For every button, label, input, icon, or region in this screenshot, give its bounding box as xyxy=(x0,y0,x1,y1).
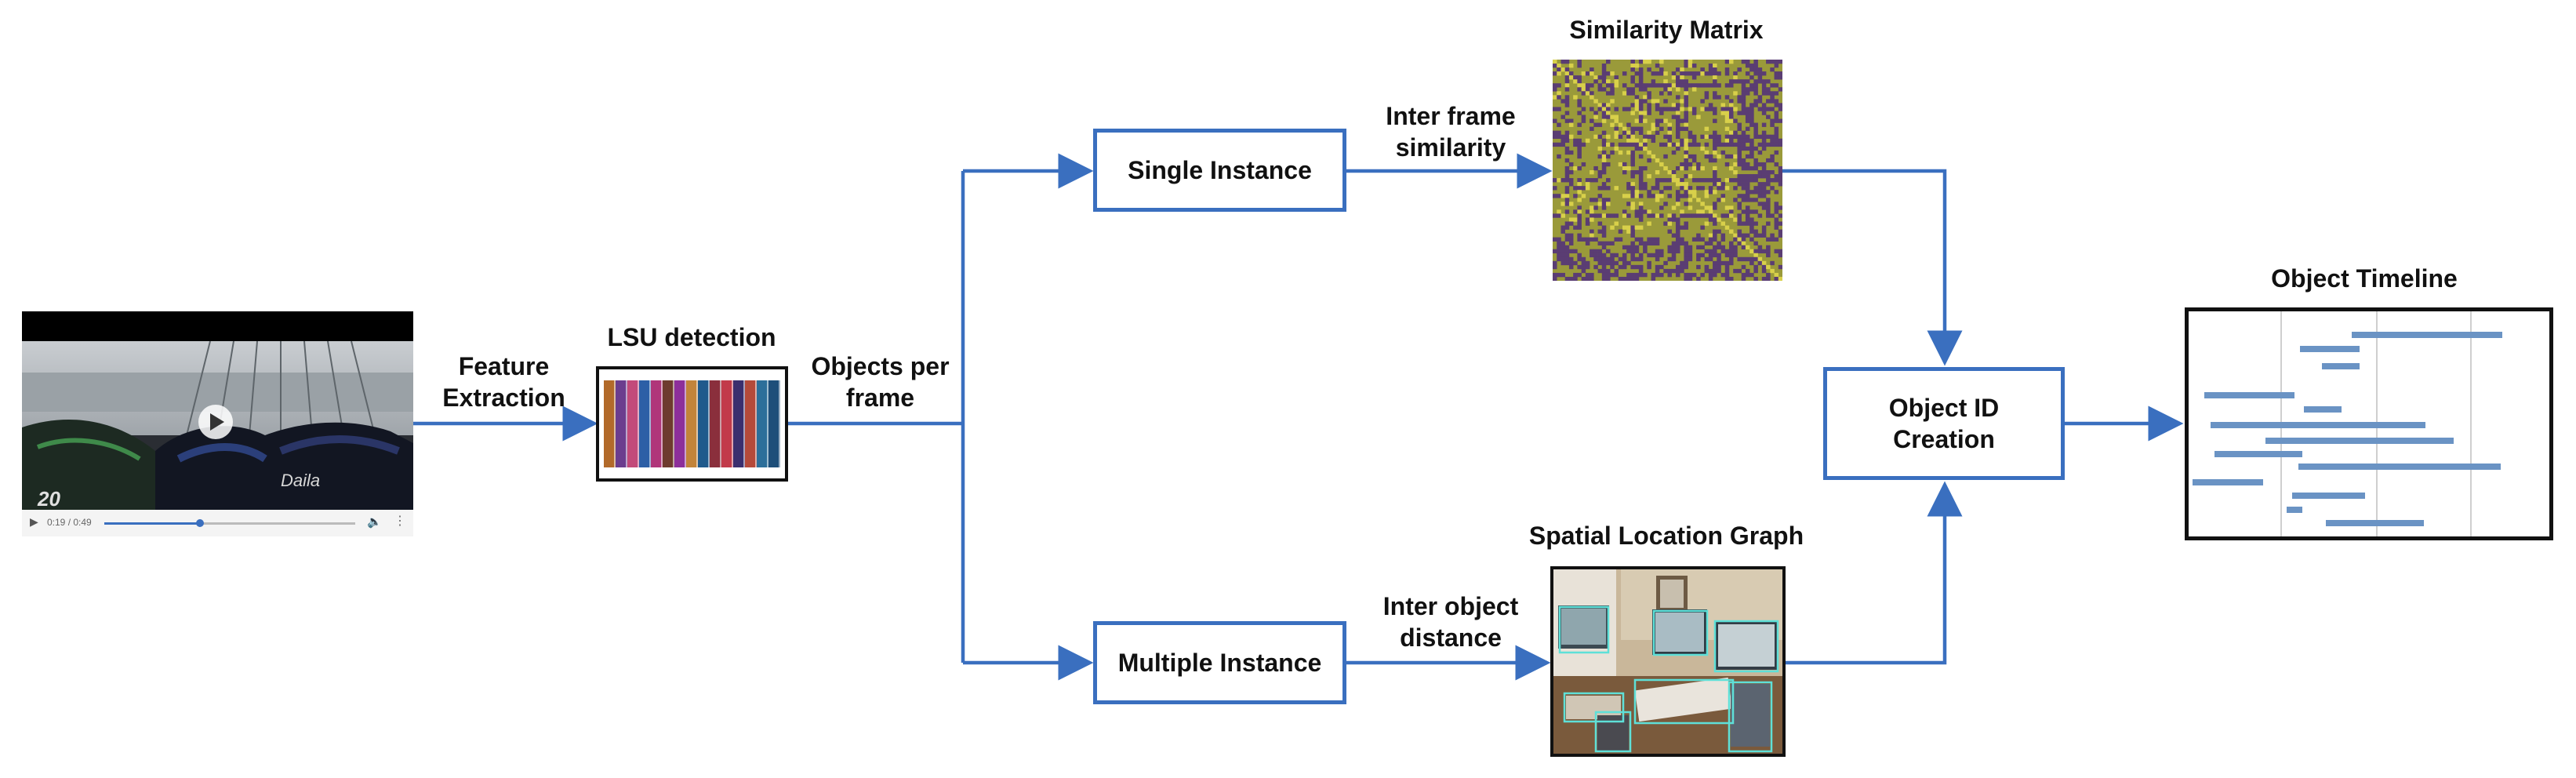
similarity-matrix-image xyxy=(1553,60,1782,281)
lsu-stripe xyxy=(627,380,639,467)
inter-frame-line-1: Inter frame xyxy=(1386,102,1516,130)
lsu-stripe xyxy=(604,380,616,467)
similarity-matrix-label: Similarity Matrix xyxy=(1569,16,1764,44)
inter-frame-line-2: similarity xyxy=(1395,133,1506,162)
timeline-bar xyxy=(2292,493,2365,499)
timeline-bar xyxy=(2204,392,2294,398)
lsu-detection-label: LSU detection xyxy=(607,323,776,351)
inter-object-distance-label: Inter object distance xyxy=(1364,591,1537,653)
objects-per-frame-line-1: Objects per xyxy=(811,352,950,380)
arrow-graph-to-object-id xyxy=(1786,481,1963,665)
lsu-stripe xyxy=(639,380,651,467)
video-time: 0:19 / 0:49 xyxy=(47,517,92,528)
lsu-stripes xyxy=(604,380,780,467)
timeline-bar xyxy=(2326,520,2424,526)
spatial-location-graph-label: Spatial Location Graph xyxy=(1528,522,1804,550)
object-timeline-chart xyxy=(2193,311,2502,536)
inter-object-line-1: Inter object xyxy=(1382,592,1519,620)
lsu-stripe xyxy=(686,380,698,467)
spatial-location-graph-image xyxy=(1550,566,1786,757)
timeline-bar xyxy=(2304,406,2342,413)
svg-text:20: 20 xyxy=(37,487,60,510)
multiple-instance-box: Multiple Instance xyxy=(1093,621,1346,704)
more-options-icon[interactable]: ⋮ xyxy=(394,514,406,528)
lsu-stripe xyxy=(768,380,780,467)
video-progress-handle[interactable] xyxy=(196,519,204,527)
objects-per-frame-line-2: frame xyxy=(845,384,915,412)
object-id-line-1: Object ID xyxy=(1888,394,2000,422)
object-timeline-panel xyxy=(2185,307,2553,540)
timeline-bar xyxy=(2352,332,2502,338)
lsu-stripe xyxy=(651,380,663,467)
lsu-stripe xyxy=(698,380,710,467)
video-progress-track[interactable] xyxy=(104,522,355,525)
feature-extraction-line-1: Feature xyxy=(458,352,550,380)
timeline-bar xyxy=(2211,422,2338,428)
objects-per-frame-label: Objects per frame xyxy=(800,351,961,413)
svg-text:Daila: Daila xyxy=(281,471,320,490)
timeline-bar xyxy=(2193,479,2263,485)
arrow-matrix-to-object-id xyxy=(1782,169,1963,366)
lsu-stripe xyxy=(757,380,768,467)
object-timeline-label: Object Timeline xyxy=(2271,264,2458,293)
timeline-bar xyxy=(2214,451,2302,457)
play-control-icon[interactable]: ▶ xyxy=(30,515,38,528)
timeline-bar xyxy=(2322,363,2360,369)
lsu-stripe xyxy=(616,380,627,467)
inter-frame-similarity-label: Inter frame similarity xyxy=(1364,100,1537,163)
lsu-stripe xyxy=(663,380,674,467)
object-id-creation-box: Object ID Creation xyxy=(1823,367,2065,480)
feature-extraction-label: Feature Extraction xyxy=(439,351,569,413)
timeline-bar xyxy=(2300,346,2360,352)
lsu-stripe xyxy=(721,380,733,467)
object-id-line-2: Creation xyxy=(1893,425,1995,453)
timeline-bar xyxy=(2298,464,2501,470)
video-frame-thumbnail: Daila 20 xyxy=(22,341,413,510)
lsu-stripe xyxy=(710,380,721,467)
video-progress-fill xyxy=(104,522,198,525)
video-controls: ▶ 0:19 / 0:49 🔈 ⋮ xyxy=(22,510,413,536)
inter-object-line-2: distance xyxy=(1400,623,1502,652)
lsu-detection-panel xyxy=(596,366,788,482)
lsu-stripe xyxy=(674,380,686,467)
volume-icon[interactable]: 🔈 xyxy=(367,515,382,529)
timeline-bar xyxy=(2334,422,2425,428)
timeline-bar xyxy=(2287,507,2302,513)
video-player[interactable]: Daila 20 ▶ 0:19 / 0:49 🔈 ⋮ xyxy=(22,311,413,536)
lsu-stripe xyxy=(733,380,745,467)
feature-extraction-line-2: Extraction xyxy=(442,384,565,412)
timeline-bar xyxy=(2265,438,2454,444)
single-instance-box: Single Instance xyxy=(1093,129,1346,212)
lsu-stripe xyxy=(745,380,757,467)
